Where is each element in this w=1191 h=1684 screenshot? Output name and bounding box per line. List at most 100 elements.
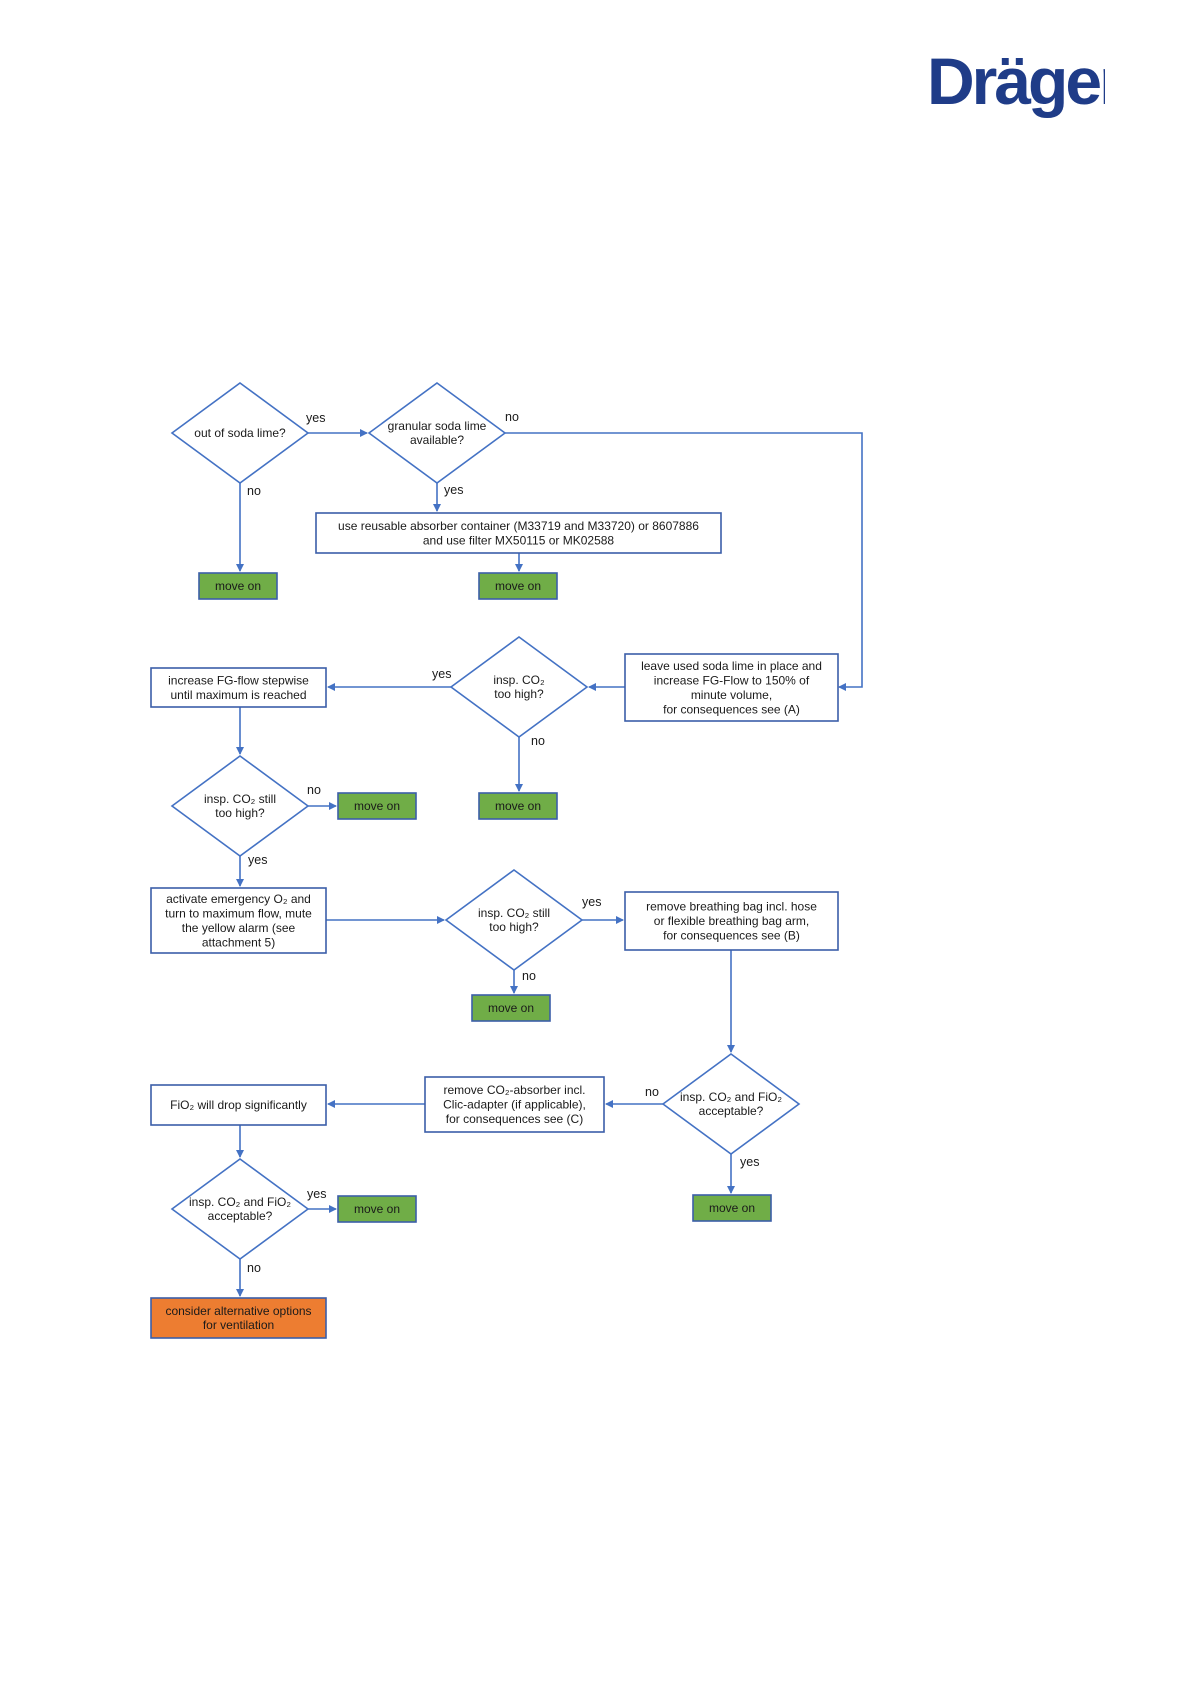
- process-text-line: remove CO₂-absorber incl.: [443, 1083, 585, 1097]
- decision-text-line: insp. CO₂ and FiO₂: [189, 1195, 291, 1209]
- decision-diamond: [170, 755, 310, 857]
- branch-label-yes: yes: [306, 411, 325, 425]
- process-b_reusable: use reusable absorber container (M33719 …: [315, 512, 722, 554]
- process-text-line: the yellow alarm (see: [182, 921, 296, 935]
- branch-label-no: no: [307, 783, 321, 797]
- decision-text-line: available?: [410, 433, 464, 447]
- move-on-rect: [478, 572, 558, 600]
- process-box: [624, 891, 839, 951]
- decision-text-line: acceptable?: [699, 1104, 764, 1118]
- decision-diamond: [170, 1158, 310, 1260]
- move-on-label: move on: [488, 1001, 534, 1015]
- decision-text-line: granular soda lime: [388, 419, 487, 433]
- process-box: [150, 1084, 327, 1126]
- move-on-box: move on: [478, 792, 558, 820]
- process-b_fio2_drop: FiO₂ will drop significantly: [150, 1084, 327, 1126]
- move-on-rect: [198, 572, 278, 600]
- move-on-box: move on: [337, 1195, 417, 1223]
- move-on-rect: [471, 994, 551, 1022]
- decision-diamond: [170, 382, 310, 484]
- branch-label-no: no: [645, 1085, 659, 1099]
- process-text-line: for consequences see (C): [446, 1112, 583, 1126]
- move-on-box: move on: [337, 792, 417, 820]
- decision-text-line: too high?: [494, 687, 544, 701]
- terminal-consider-rect: [150, 1297, 327, 1339]
- decision-diamond: [367, 382, 507, 484]
- process-text-line: activate emergency O₂ and: [166, 892, 311, 906]
- process-text-line: for consequences see (B): [663, 929, 800, 943]
- decision-diamond: [661, 1053, 801, 1155]
- branch-label-yes: yes: [307, 1187, 326, 1201]
- decision-text-line: insp. CO₂ still: [478, 906, 550, 920]
- move-on-label: move on: [495, 799, 541, 813]
- process-text-line: or flexible breathing bag arm,: [654, 914, 809, 928]
- branch-label-yes: yes: [248, 853, 267, 867]
- branch-label-no: no: [522, 969, 536, 983]
- process-box: [424, 1076, 605, 1133]
- decision-text-line: insp. CO₂ still: [204, 792, 276, 806]
- connector-arrow: [505, 432, 863, 691]
- branch-label-no: no: [247, 484, 261, 498]
- flow-connectors: [236, 429, 863, 1297]
- move-on-box: move on: [198, 572, 278, 600]
- move-on-rect: [478, 792, 558, 820]
- move-on-box: move on: [471, 994, 551, 1022]
- process-text-line: until maximum is reached: [170, 688, 306, 702]
- move-on-label: move on: [354, 1202, 400, 1216]
- process-text-line: attachment 5): [202, 935, 275, 949]
- process-text-line: FiO₂ will drop significantly: [170, 1098, 307, 1112]
- process-text-line: and use filter MX50115 or MK02588: [423, 533, 615, 547]
- decision-diamond: [449, 636, 589, 738]
- process-text-line: turn to maximum flow, mute: [165, 906, 312, 920]
- decision-text-line: too high?: [489, 920, 539, 934]
- process-text-line: Clic-adapter (if applicable),: [443, 1098, 586, 1112]
- decision-text-line: too high?: [215, 806, 265, 820]
- decision-text-line: insp. CO₂: [493, 673, 545, 687]
- process-text-line: increase FG-flow stepwise: [168, 673, 309, 687]
- move-on-label: move on: [709, 1201, 755, 1215]
- process-b_remove_absorber: remove CO₂-absorber incl.Clic-adapter (i…: [424, 1076, 605, 1133]
- process-text-line: use reusable absorber container (M33719 …: [338, 519, 699, 533]
- process-text-line: remove breathing bag incl. hose: [646, 900, 817, 914]
- move-on-label: move on: [354, 799, 400, 813]
- process-box: [150, 667, 327, 708]
- decision-text-line: out of soda lime?: [194, 426, 286, 440]
- process-box: [315, 512, 722, 554]
- decision-d_out_of_soda: out of soda lime?: [170, 382, 310, 484]
- move-on-rect: [692, 1194, 772, 1222]
- move-on-rect: [337, 792, 417, 820]
- decision-text-line: acceptable?: [208, 1209, 273, 1223]
- process-text-line: minute volume,: [691, 688, 772, 702]
- process-box: [150, 887, 327, 954]
- terminal-consider-text-line: for ventilation: [203, 1318, 274, 1332]
- branch-label-yes: yes: [582, 895, 601, 909]
- branch-label-yes: yes: [432, 667, 451, 681]
- move-on-box: move on: [692, 1194, 772, 1222]
- process-b_leave_soda: leave used soda lime in place andincreas…: [624, 653, 839, 722]
- drager-logo: Dräger: [927, 44, 1105, 118]
- flow-nodes: out of soda lime? granular soda limeavail…: [150, 382, 839, 1339]
- brand-logo-text: Dräger: [927, 44, 1105, 118]
- move-on-rect: [337, 1195, 417, 1223]
- move-on-box: move on: [478, 572, 558, 600]
- branch-label-yes: yes: [444, 483, 463, 497]
- branch-label-no: no: [531, 734, 545, 748]
- process-text-line: increase FG-Flow to 150% of: [654, 673, 810, 687]
- branch-label-no: no: [505, 410, 519, 424]
- process-text-line: for consequences see (A): [663, 702, 800, 716]
- terminal-consider-text-line: consider alternative options: [165, 1304, 311, 1318]
- process-text-line: leave used soda lime in place and: [641, 659, 822, 673]
- decision-diamond: [444, 869, 584, 971]
- process-box: [624, 653, 839, 722]
